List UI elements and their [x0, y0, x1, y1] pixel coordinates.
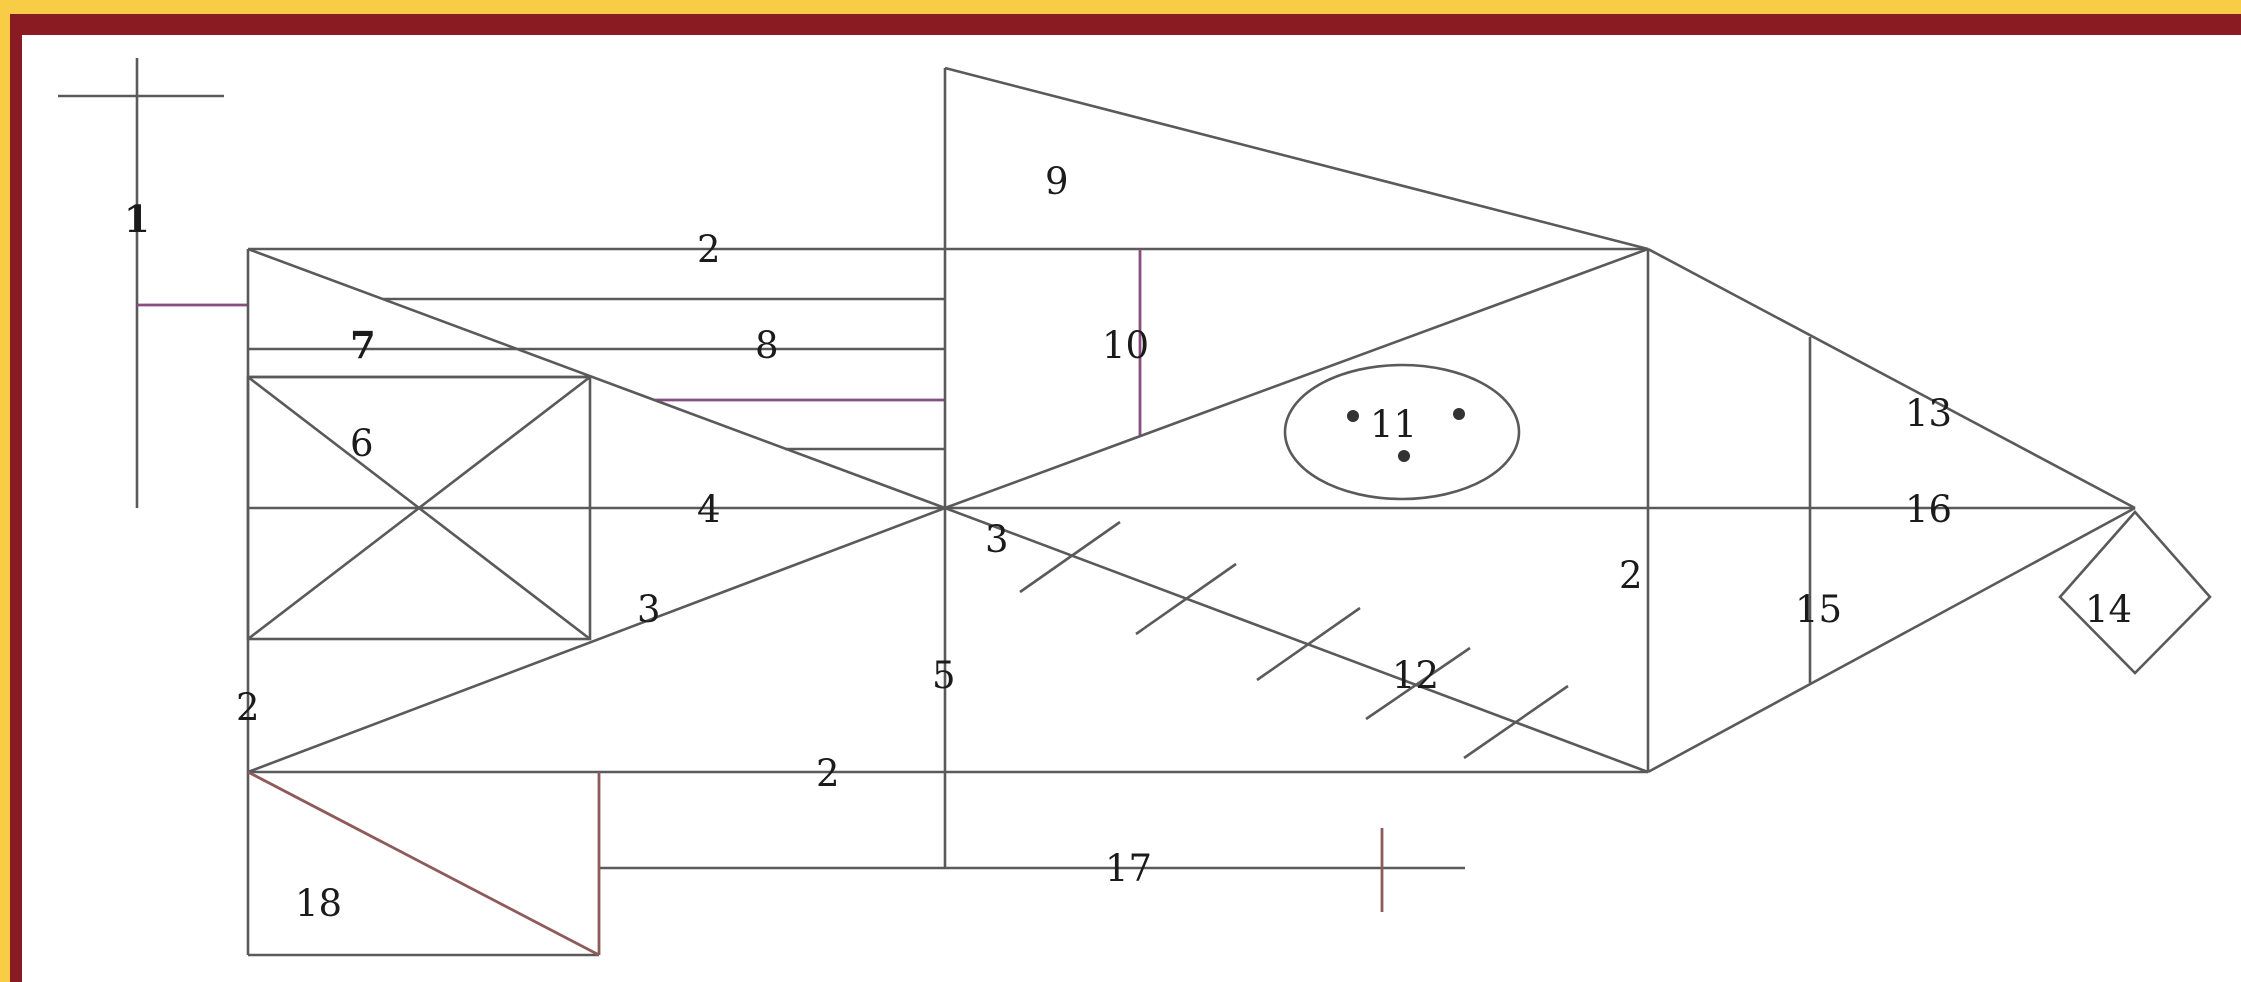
- label-5: 5: [932, 654, 956, 697]
- label-2-top: 2: [697, 228, 721, 271]
- part-17-branch: [597, 772, 1465, 955]
- center-diagonals: [247, 247, 1649, 774]
- label-18: 18: [295, 882, 342, 925]
- label-11: 11: [1370, 403, 1417, 446]
- label-15: 15: [1795, 588, 1842, 631]
- label-10: 10: [1102, 324, 1149, 367]
- part-9-fin: [944, 66, 1649, 251]
- label-3-center: 3: [985, 518, 1009, 561]
- fish-diagram: 1 2 7 8 9 10 11 6 4 3 13 16 3 2 15 14 2 …: [58, 58, 2212, 957]
- label-6: 6: [350, 422, 374, 465]
- label-2-bottom: 2: [816, 752, 840, 795]
- label-2-left: 2: [236, 686, 260, 729]
- label-3-left: 3: [637, 588, 661, 631]
- label-4: 4: [697, 488, 721, 531]
- label-17: 17: [1105, 847, 1152, 890]
- label-13: 13: [1905, 392, 1952, 435]
- part-11-eye: [1283, 363, 1521, 501]
- label-16: 16: [1905, 488, 1952, 531]
- part-14-diamond: [2058, 510, 2212, 675]
- labels: 1 2 7 8 9 10 11 6 4 3 13 16 3 2 15 14 2 …: [124, 160, 2132, 925]
- part-18-triangle: [247, 770, 600, 957]
- label-14: 14: [2085, 588, 2132, 631]
- label-12: 12: [1392, 654, 1439, 697]
- main-body-outline: [246, 247, 1650, 955]
- part-12-hatches: [1019, 520, 1569, 760]
- diagram-canvas: 1 2 7 8 9 10 11 6 4 3 13 16 3 2 15 14 2 …: [22, 35, 2241, 982]
- label-7: 7: [350, 323, 376, 367]
- label-2-right: 2: [1619, 554, 1643, 597]
- label-9: 9: [1045, 160, 1069, 203]
- part-1-cross: [58, 58, 248, 508]
- head-section: [1647, 247, 2136, 774]
- label-1: 1: [124, 197, 150, 241]
- label-8: 8: [755, 324, 779, 367]
